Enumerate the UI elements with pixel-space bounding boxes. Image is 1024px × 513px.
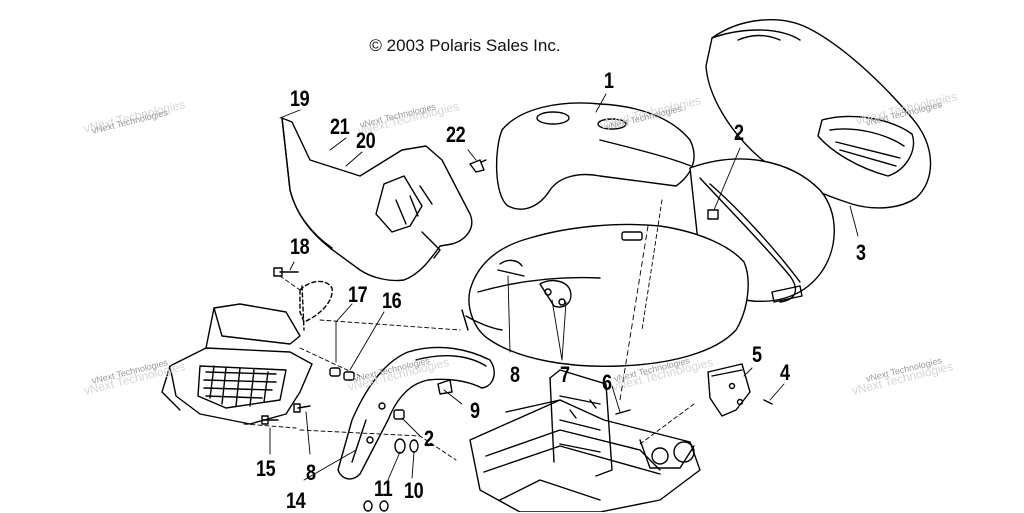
footwell-part [161,303,313,425]
frame-part [469,369,701,512]
bolt-6-part [615,409,631,415]
fender-strip-14-part [337,346,495,480]
bracket-17-part [299,280,333,323]
callout-20: 20 [356,128,376,153]
callout-4: 4 [780,360,790,385]
leader-lines [243,93,859,481]
callout-10: 10 [404,478,424,503]
copyright-notice: © 2003 Polaris Sales Inc. [369,36,561,55]
bolt-18-part [273,267,299,277]
callout-17: 17 [348,282,368,307]
rear-fender-part [461,223,749,367]
callout-21: 21 [330,114,350,139]
callout-8: 8 [510,362,520,387]
callout-16: 16 [382,288,402,313]
callout-2: 2 [734,120,744,145]
bolts-bottom-parts [261,403,311,425]
callout-7: 7 [560,362,570,387]
fasteners-16-part [329,367,355,381]
callout-22: 22 [446,122,466,147]
callout-6: 6 [602,370,612,395]
callout-8-lower: 8 [306,460,316,485]
callout-15: 15 [256,456,276,481]
bolt-22-part [469,159,487,173]
callout-3: 3 [856,240,866,265]
callout-2-lower: 2 [424,426,434,451]
callout-18: 18 [290,234,310,259]
callout-11: 11 [374,476,393,501]
screw-4-part [763,399,773,405]
left-side-panel-part [281,117,473,282]
callout-1: 1 [604,68,614,93]
callout-5: 5 [752,342,762,367]
callout-9: 9 [470,398,480,423]
callout-19: 19 [290,86,310,111]
callout-14: 14 [286,488,306,513]
bracket-5-part [707,363,751,417]
seat-cover-part [705,19,932,209]
